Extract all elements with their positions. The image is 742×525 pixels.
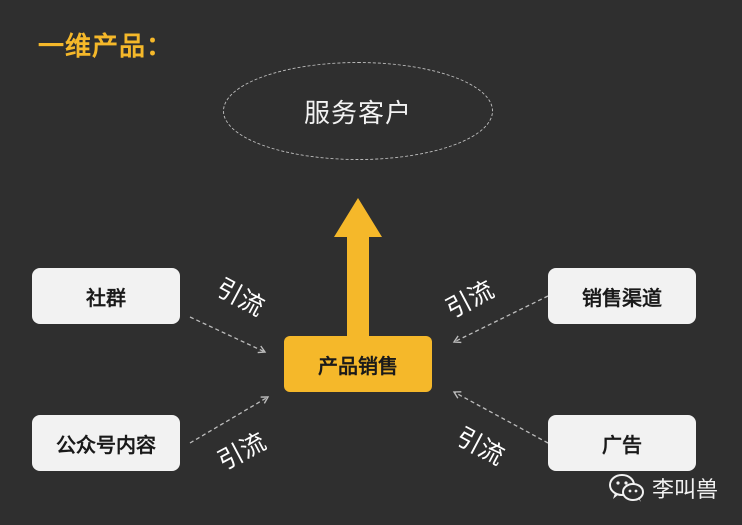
source-label-channel: 销售渠道 xyxy=(582,285,662,310)
watermark: 李叫兽 xyxy=(608,472,718,504)
watermark-text: 李叫兽 xyxy=(651,478,718,503)
connector-top-right xyxy=(452,295,549,344)
center-box-sales: 产品销售 xyxy=(284,336,432,392)
source-label-ads: 广告 xyxy=(602,432,642,457)
center-label: 产品销售 xyxy=(318,353,398,378)
goal-ellipse: 服务客户 xyxy=(223,62,493,160)
page-title: 一维产品： xyxy=(38,32,174,62)
source-box-community: 社群 xyxy=(32,268,180,324)
source-label-community: 社群 xyxy=(86,285,126,310)
goal-label: 服务客户 xyxy=(303,98,412,129)
wechat-icon xyxy=(608,474,644,502)
source-box-content: 公众号内容 xyxy=(32,415,180,471)
connector-bottom-right xyxy=(452,391,549,444)
source-label-content: 公众号内容 xyxy=(56,432,156,457)
source-box-channel: 销售渠道 xyxy=(548,268,696,324)
source-box-ads: 广告 xyxy=(548,415,696,471)
up-arrow xyxy=(334,198,382,338)
connector-bottom-left xyxy=(189,396,270,444)
